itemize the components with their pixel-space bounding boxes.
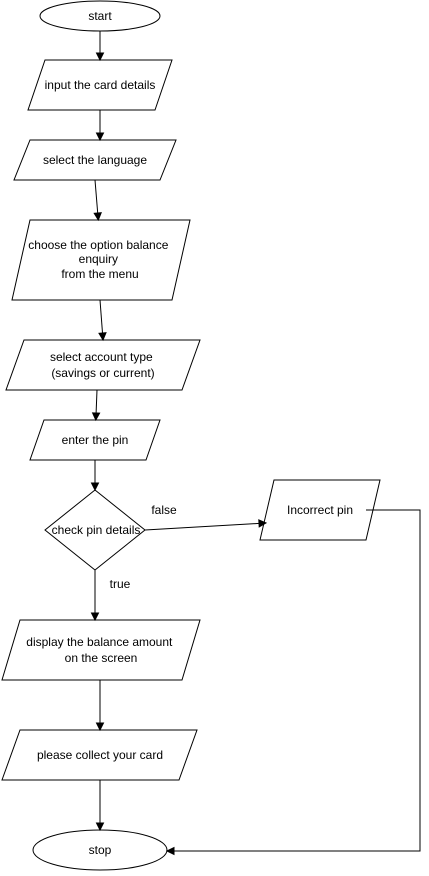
edge-check-to-display bbox=[90, 570, 100, 622]
input-card-node: input the card details bbox=[27, 59, 173, 111]
choose-option-label: choose the option balance enquiry from t… bbox=[28, 238, 171, 281]
edge-input-to-language bbox=[95, 110, 105, 142]
incorrect-pin-node: Incorrect pin bbox=[259, 479, 381, 541]
edge-incorrect-to-stop bbox=[165, 509, 421, 856]
edge-check-to-incorrect bbox=[144, 519, 268, 531]
choose-option-line-3: from the menu bbox=[61, 267, 138, 281]
choose-option-node: choose the option balance enquiry from t… bbox=[11, 219, 191, 301]
start-terminator: start bbox=[39, 0, 161, 32]
input-card-label: input the card details bbox=[45, 78, 156, 92]
select-account-label: select account type (savings or current) bbox=[50, 350, 156, 380]
check-pin-label: check pin details bbox=[52, 523, 141, 537]
display-balance-node: display the balance amount on the screen bbox=[1, 619, 201, 681]
start-label: start bbox=[88, 9, 112, 23]
select-account-line-1: select account type bbox=[50, 350, 153, 364]
enter-pin-node: enter the pin bbox=[29, 419, 161, 461]
collect-card-label: please collect your card bbox=[37, 748, 163, 762]
edge-pin-to-check bbox=[90, 460, 100, 492]
check-pin-decision: check pin details bbox=[44, 489, 146, 571]
false-edge-label: false bbox=[151, 503, 177, 517]
choose-option-line-1: choose the option balance bbox=[28, 238, 168, 252]
incorrect-pin-label: Incorrect pin bbox=[287, 503, 353, 517]
stop-label: stop bbox=[89, 843, 112, 857]
edge-display-to-collect bbox=[95, 680, 105, 732]
choose-option-line-2: enquiry bbox=[79, 252, 118, 266]
collect-card-node: please collect your card bbox=[1, 729, 198, 781]
display-balance-line-2: on the screen bbox=[65, 651, 138, 665]
display-balance-line-1: display the balance amount bbox=[26, 635, 173, 649]
display-balance-label: display the balance amount on the screen bbox=[26, 635, 175, 665]
edge-account-to-pin bbox=[91, 389, 101, 422]
edge-start-to-input bbox=[95, 31, 105, 62]
edge-option-to-account bbox=[98, 299, 107, 342]
edge-collect-to-stop bbox=[95, 780, 105, 832]
select-language-node: select the language bbox=[13, 139, 177, 181]
true-edge-label: true bbox=[110, 577, 131, 591]
select-account-line-2: (savings or current) bbox=[51, 366, 154, 380]
edge-language-to-option bbox=[93, 179, 102, 222]
enter-pin-label: enter the pin bbox=[62, 433, 129, 447]
stop-terminator: stop bbox=[32, 829, 168, 871]
select-language-label: select the language bbox=[43, 153, 147, 167]
select-account-node: select account type (savings or current) bbox=[5, 339, 201, 391]
